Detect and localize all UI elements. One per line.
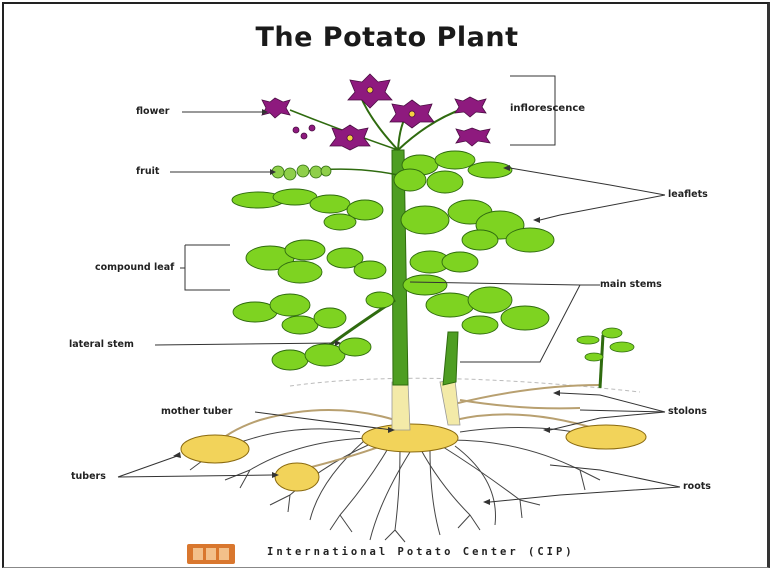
label-lateral-stem: lateral stem (69, 339, 134, 350)
tuber (566, 425, 646, 449)
label-flower: flower (136, 106, 169, 117)
label-compound-leaf: compound leaf (95, 262, 174, 273)
footer-credit: International Potato Center (CIP) (267, 546, 575, 558)
label-fruit: fruit (136, 166, 159, 177)
label-leaflets: leaflets (668, 189, 708, 200)
sprout-plant (577, 328, 634, 388)
label-stolons: stolons (668, 406, 707, 417)
tuber (181, 435, 249, 463)
label-tubers: tubers (71, 471, 106, 482)
flower (456, 128, 490, 146)
tubers (181, 424, 646, 491)
label-roots: roots (683, 481, 711, 492)
tuber (275, 463, 319, 491)
cip-logo (183, 540, 239, 568)
flower (455, 97, 486, 117)
flower (262, 98, 290, 118)
label-inflorescence: inflorescence (510, 103, 585, 114)
label-main-stems: main stems (600, 279, 662, 290)
poster-title: The Potato Plant (0, 22, 774, 53)
label-mother-tuber: mother tuber (161, 406, 232, 417)
fruits (272, 165, 331, 180)
